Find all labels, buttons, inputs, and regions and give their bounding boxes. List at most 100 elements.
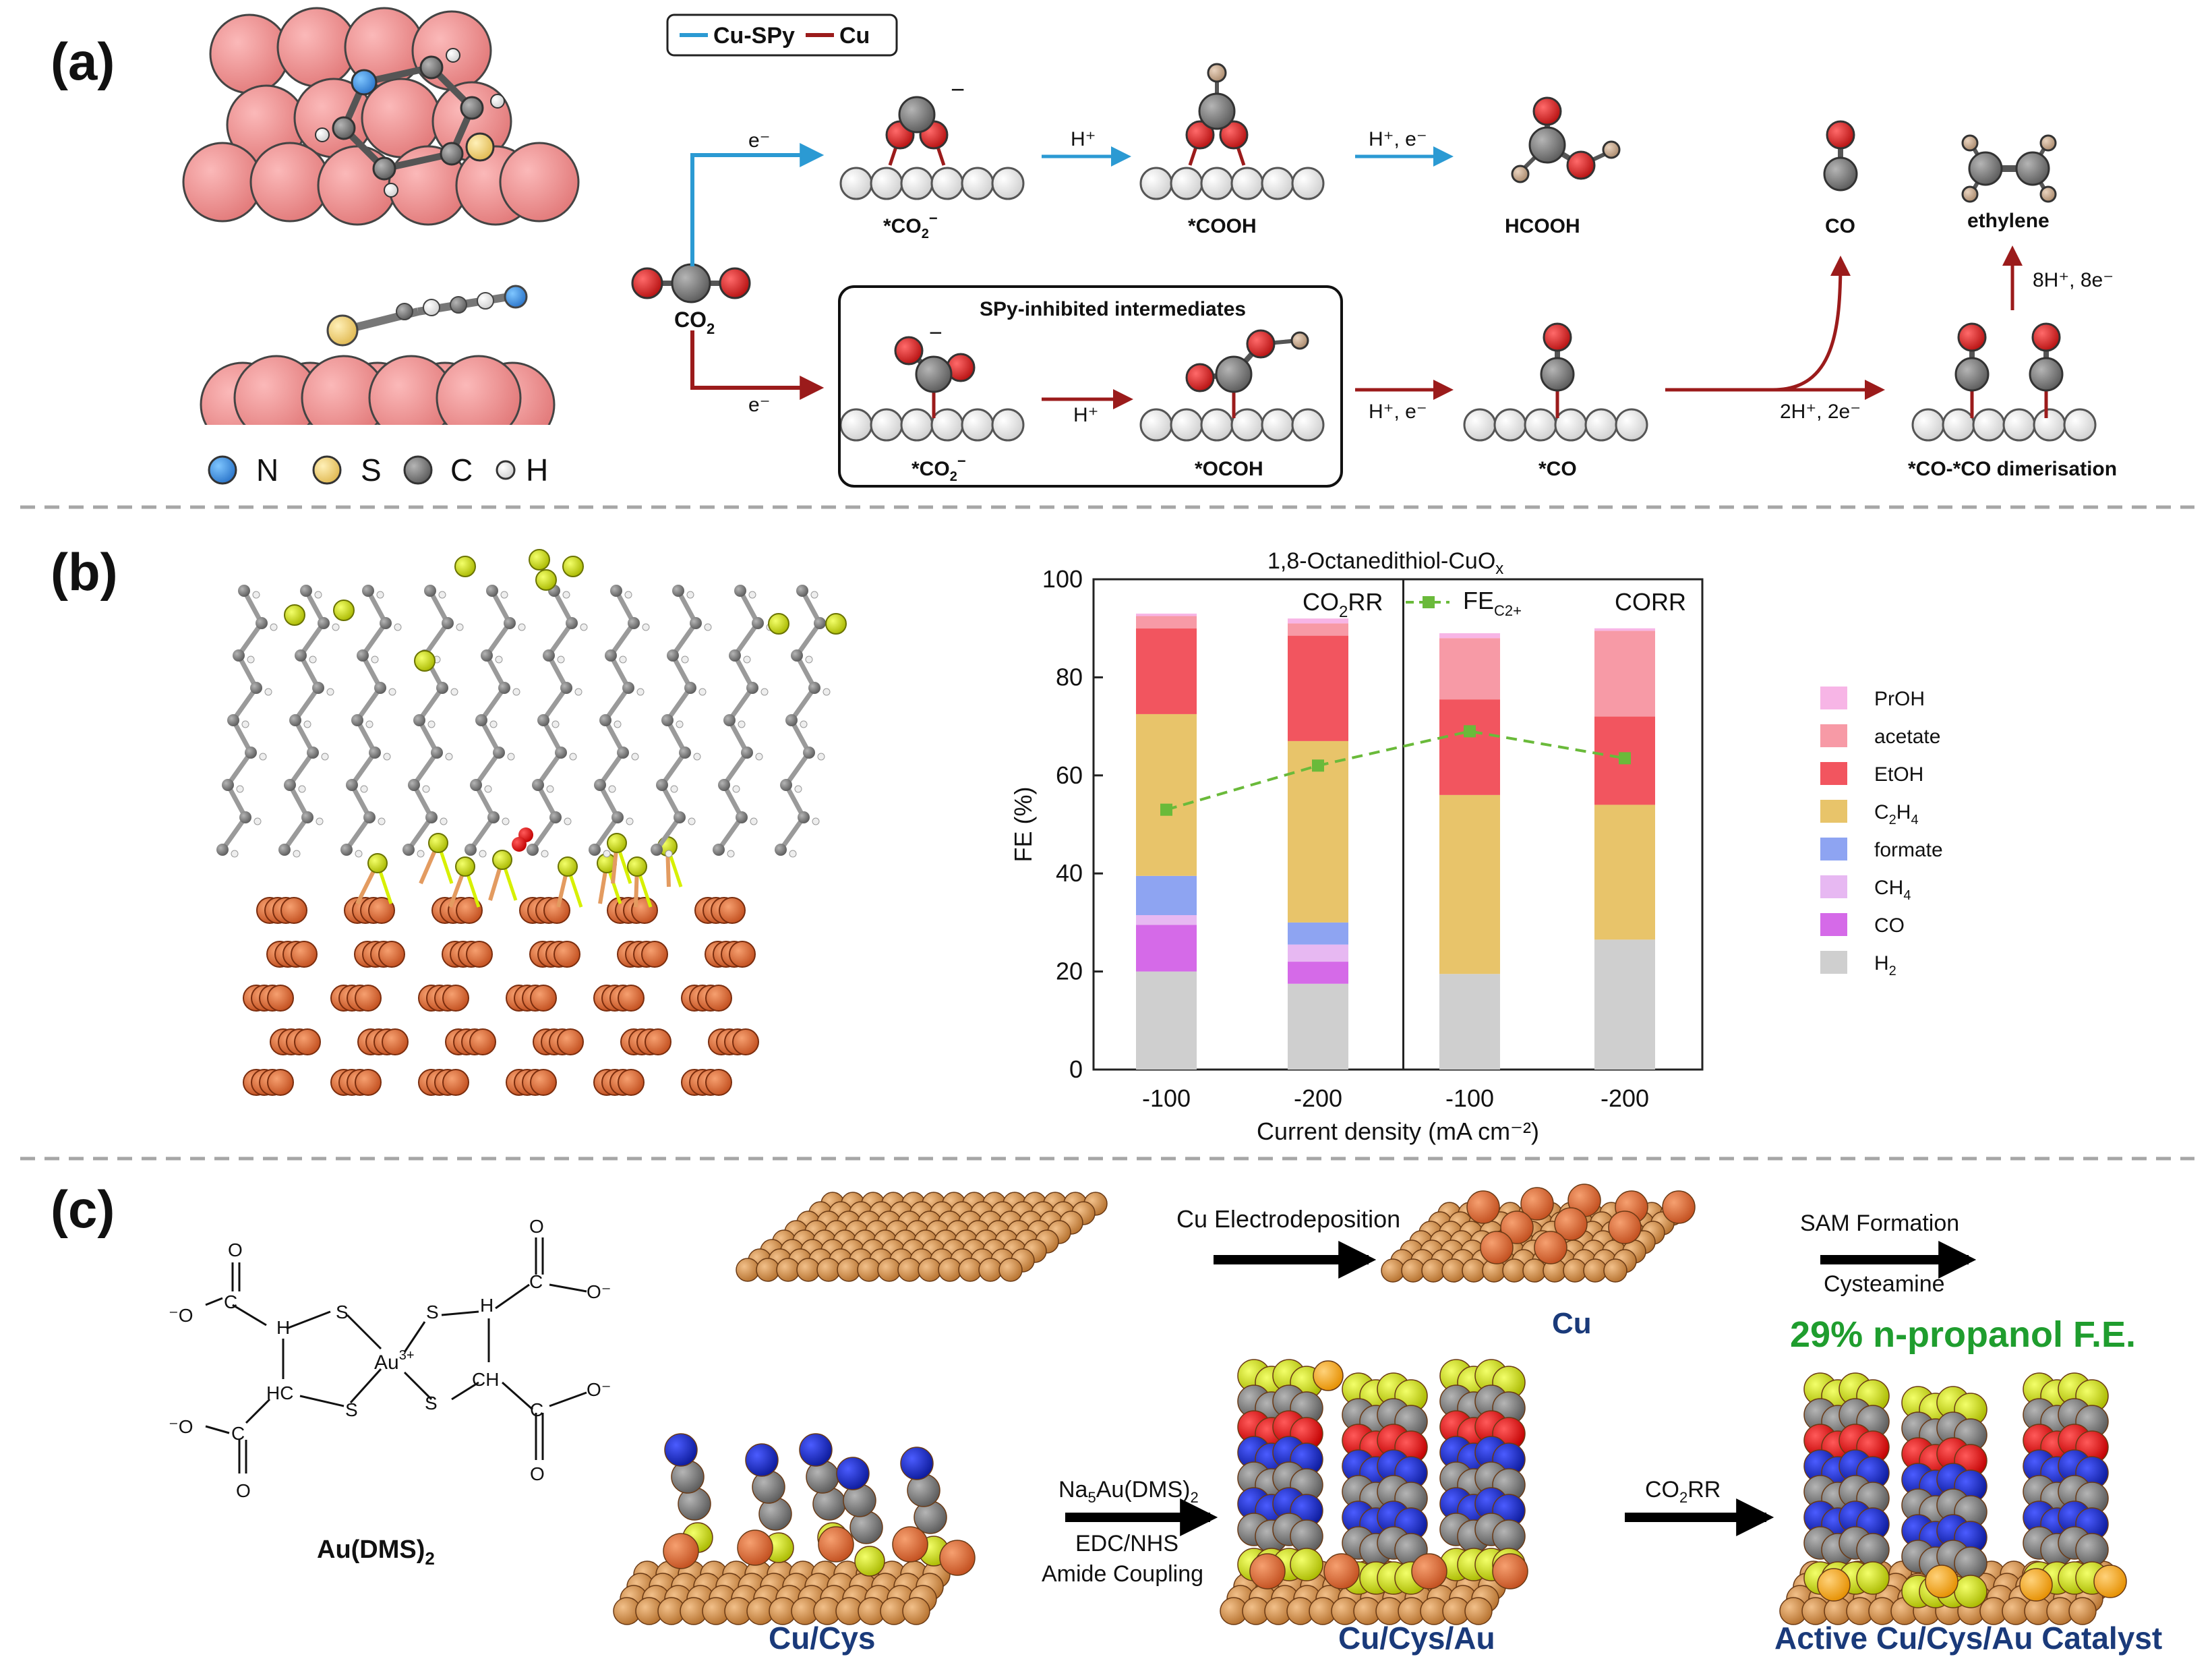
cu-atom: [382, 1028, 409, 1055]
x-tick-label: -100: [1142, 1084, 1191, 1112]
cu-atom: [1583, 1258, 1607, 1283]
au-atom: [2093, 1565, 2127, 1598]
cu-deposit-atom: [1608, 1210, 1642, 1244]
svg-text:⁻O: ⁻O: [169, 1416, 193, 1437]
legend-label-ch4: CH4: [1874, 877, 1911, 903]
legend-label-c2h4: C2H4: [1874, 801, 1919, 827]
cu-atom: [641, 941, 668, 968]
au-atom: [1925, 1565, 1959, 1598]
substrate-atom: [1170, 167, 1203, 200]
h-atom-icon: [496, 460, 516, 480]
substrate-atom: [2033, 408, 2066, 442]
n-atom-icon: [208, 455, 237, 485]
substrate-atom: [1972, 408, 2006, 442]
au-atom: [2019, 1568, 2053, 1602]
svg-text:C: C: [224, 1291, 237, 1312]
h-e-label-top: H⁺, e⁻: [1369, 128, 1427, 150]
spy-molecule-side-view: [326, 285, 528, 347]
co-co-dimer: [1954, 322, 2064, 418]
bar-segment-h2: [1594, 939, 1655, 1070]
au-dms2-atom-labels: O ⁻O C H S HC S ⁻O C O Au3+ S H C O O⁻ S…: [169, 1216, 611, 1501]
svg-text:H: H: [276, 1317, 290, 1338]
bar-segment-etoh: [1439, 699, 1500, 795]
s-atom: [558, 856, 578, 877]
sam-atom: [2075, 1533, 2109, 1567]
substrate-atom: [961, 167, 994, 200]
n-atom: [900, 1447, 934, 1480]
y-tick-label: 20: [1056, 958, 1083, 985]
s-atom: [455, 856, 475, 877]
substrate-atom: [1911, 408, 1945, 442]
legend-swatch-c2h4: [1820, 800, 1847, 823]
bar-segment-formate: [1136, 875, 1197, 915]
svg-text:S: S: [345, 1399, 358, 1420]
edc-label: EDC/NHS: [1075, 1531, 1178, 1556]
cu-atom: [1401, 1258, 1425, 1283]
bar-segment-acetate: [1288, 623, 1348, 636]
substrate-atom: [870, 408, 903, 442]
cu-atom: [2068, 1597, 2097, 1625]
s-atom: [529, 549, 550, 571]
two-h-e-label: 2H⁺, 2e⁻: [1780, 401, 1861, 423]
bar-segment-h2: [1136, 971, 1197, 1070]
co-adsorbate: [1540, 322, 1575, 418]
cu-atom: [442, 1069, 469, 1096]
cu-atom: [1381, 1258, 1405, 1283]
substrate-atom: [1493, 408, 1527, 442]
cu-atom: [729, 941, 756, 968]
panel-c-label: (c): [51, 1179, 115, 1239]
substrate-atom: [1615, 408, 1648, 442]
substrate-atom: [961, 408, 994, 442]
bar-segment-acetate: [1439, 638, 1500, 700]
substrate-atom: [1554, 408, 1588, 442]
s-atom: [607, 833, 627, 853]
legend-label-proh: PrOH: [1874, 688, 1925, 710]
au-dms2-name: Au(DMS)2: [317, 1536, 435, 1569]
co2-molecule: [631, 263, 751, 303]
na-reagent-label: Na5Au(DMS)2: [1058, 1477, 1199, 1506]
fe-c2-point: [1464, 725, 1476, 738]
legend-swatch-co: [1820, 913, 1847, 936]
atom-legend-c: C: [450, 453, 473, 488]
au-dms2-structure: [205, 1237, 587, 1474]
cu-deposit-atom: [1466, 1190, 1500, 1224]
substrate-atom: [1139, 167, 1173, 200]
substrate-atom: [2002, 408, 2036, 442]
cu-atom: [918, 1258, 942, 1282]
y-tick-label: 80: [1056, 663, 1083, 691]
cu-atom: [355, 1069, 382, 1096]
s-atom: [854, 1546, 885, 1577]
s-atom: [454, 556, 476, 577]
sam-atom: [1856, 1533, 1890, 1567]
h-e-label-bottom: H⁺, e⁻: [1369, 401, 1427, 423]
s-atom: [333, 600, 355, 621]
cu-atom: [368, 897, 395, 924]
svg-text:S: S: [426, 1302, 439, 1322]
cu-atom: [554, 941, 580, 968]
n-atom: [664, 1433, 698, 1467]
svg-text:Au3+: Au3+: [374, 1348, 415, 1374]
cu-atom: [291, 941, 318, 968]
substrate-atom: [1230, 167, 1264, 200]
cu-atom: [1563, 1258, 1587, 1283]
substrate-atom: [1261, 167, 1294, 200]
legend-cu-spy: Cu-SPy: [713, 23, 795, 49]
cu-deposit-atom: [1554, 1207, 1588, 1241]
svg-text:O: O: [529, 1216, 544, 1237]
substrate-atom: [1230, 408, 1264, 442]
s-atom-icon: [312, 455, 342, 485]
substrate-atom: [839, 167, 873, 200]
co-ads-label: *CO: [1538, 458, 1577, 480]
ocoh-adsorbate: [1185, 329, 1309, 418]
cu-atom: [280, 897, 307, 924]
x-tick-label: -200: [1294, 1084, 1342, 1112]
charge-minus-top: −: [951, 76, 965, 103]
substrate-atom: [1139, 408, 1173, 442]
svg-text:HC: HC: [266, 1382, 293, 1403]
legend-label-co: CO: [1874, 914, 1905, 937]
svg-text:O⁻: O⁻: [587, 1379, 611, 1400]
svg-text:CH: CH: [472, 1369, 499, 1390]
cu-branch-arrow: [690, 330, 825, 400]
